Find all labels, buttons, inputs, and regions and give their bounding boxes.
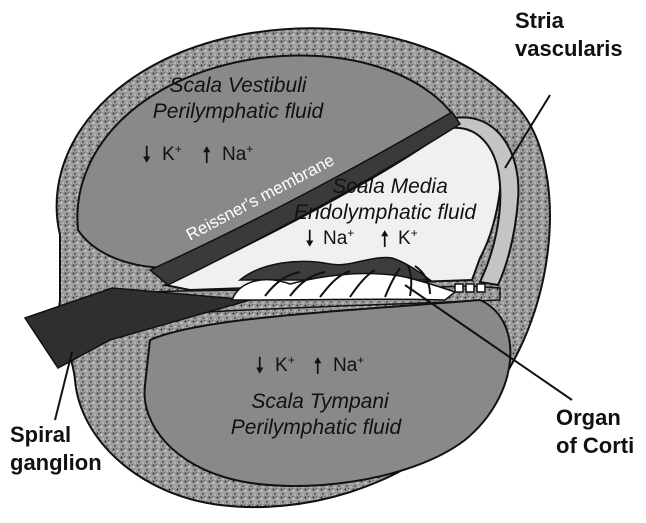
vestibuli-ion-1-symbol: K xyxy=(162,144,175,165)
tympani-ion-2-arrow: 🠕 xyxy=(313,354,322,379)
tympani-ion-2-symbol: Na xyxy=(333,355,358,376)
stria-vascularis-label-line2: vascularis xyxy=(515,36,623,61)
spiral-ganglion-label-line1: Spiral xyxy=(10,422,71,447)
stria-vascularis-label-line1: Stria xyxy=(515,8,565,33)
media-ion-2-charge: + xyxy=(411,226,418,240)
tympani-ion-1-charge: + xyxy=(288,353,295,367)
tympani-ion-1-arrow: 🠗 xyxy=(255,354,264,379)
scala-media-title: Scala Media xyxy=(332,175,448,198)
tympani-ion-1-symbol: K xyxy=(275,355,288,376)
vestibuli-ion-2-charge: + xyxy=(246,142,253,156)
media-ion-1-arrow: 🠗 xyxy=(305,227,314,252)
spiral-ganglion-label-line2: ganglion xyxy=(10,450,102,475)
vestibuli-ion-2-symbol: Na xyxy=(222,144,247,165)
vestibuli-ion-2-arrow: 🠕 xyxy=(202,143,211,168)
scala-tympani-title: Scala Tympani xyxy=(251,390,390,413)
tympani-ion-2-charge: + xyxy=(357,353,364,367)
scala-tympani-fluid: Perilymphatic fluid xyxy=(231,416,403,439)
vestibuli-ion-1-charge: + xyxy=(175,142,182,156)
media-ion-2-symbol: K xyxy=(398,228,411,249)
scala-vestibuli-title: Scala Vestibuli xyxy=(170,74,308,97)
scala-media-fluid: Endolymphatic fluid xyxy=(294,201,477,224)
scala-vestibuli-fluid: Perilymphatic fluid xyxy=(153,100,325,123)
media-ion-1-charge: + xyxy=(347,226,354,240)
media-ion-2-arrow: 🠕 xyxy=(380,227,389,252)
organ-of-corti-label-line2: of Corti xyxy=(556,433,634,458)
vestibuli-ion-1-arrow: 🠗 xyxy=(142,143,151,168)
organ-of-corti-label-line1: Organ xyxy=(556,405,621,430)
outer-sulcus-cells xyxy=(455,284,485,292)
media-ion-1-symbol: Na xyxy=(323,228,348,249)
